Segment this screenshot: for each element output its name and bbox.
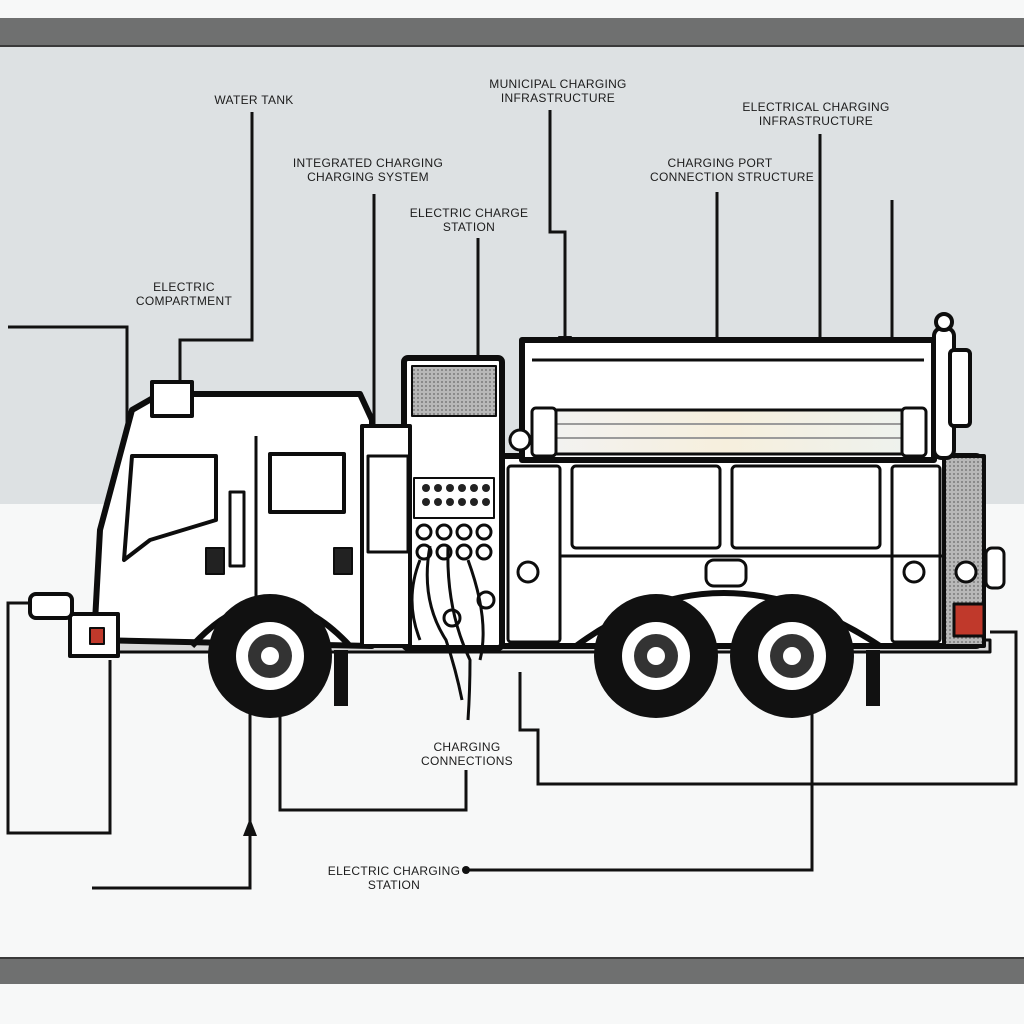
tail-light <box>89 627 105 645</box>
leader-compartment <box>8 325 129 430</box>
label-electric-compartment: ELECTRIC COMPARTMENT <box>135 280 233 308</box>
front-wheel <box>208 594 332 718</box>
label-electric-charging-station: ELECTRIC CHARGING STATION <box>327 864 461 892</box>
label-electric-charge-station: ELECTRIC CHARGE STATION <box>409 206 529 234</box>
label-electrical-charging-infrastructure: ELECTRICAL CHARGING INFRASTRUCTURE <box>742 100 890 128</box>
rear-wheel-1 <box>594 594 718 718</box>
leader-dot <box>462 866 470 874</box>
leader-water-tank <box>178 112 254 392</box>
label-integrated-charging: INTEGRATED CHARGING CHARGING SYSTEM <box>292 156 444 184</box>
leader-front-wheel <box>92 682 252 890</box>
leader-connections-right <box>518 630 1018 786</box>
leader-left-hose <box>6 601 112 835</box>
top-frame-band <box>0 18 1024 46</box>
bottom-frame-band <box>0 958 1024 984</box>
label-charging-connections: CHARGING CONNECTIONS <box>421 740 513 768</box>
label-municipal-charging: MUNICIPAL CHARGING INFRASTRUCTURE <box>489 77 627 105</box>
leader-station <box>468 680 814 872</box>
label-charging-port: CHARGING PORT CONNECTION STRUCTURE <box>650 156 814 184</box>
hose-reel-icon <box>538 408 912 456</box>
arrowhead-icon <box>243 818 257 836</box>
fire-truck <box>28 312 1006 721</box>
rear-wheel-2 <box>730 594 854 718</box>
leader-lines <box>6 110 1018 890</box>
label-water-tank: WATER TANK <box>214 93 294 107</box>
leader-connections-left <box>278 682 468 812</box>
leader-municipal <box>548 110 567 350</box>
